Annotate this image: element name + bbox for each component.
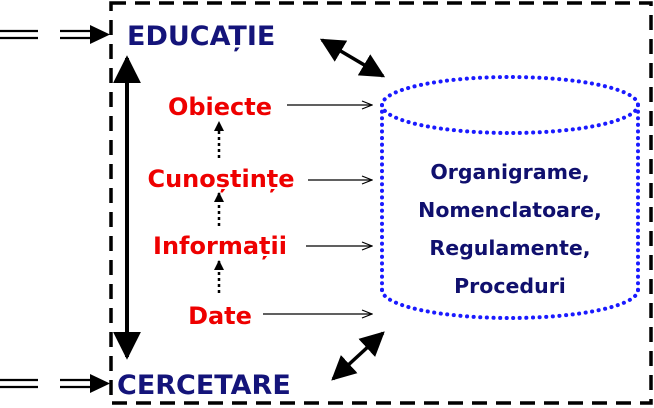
- hierarchy-label-information: Informații: [153, 232, 287, 260]
- repository-cylinder: [380, 75, 640, 320]
- education-repository-arrow: [319, 38, 386, 78]
- hierarchy-label-objects: Obiecte: [168, 93, 272, 121]
- input-arrow-bottom: [0, 374, 110, 393]
- research-repository-arrow: [331, 331, 385, 381]
- repository-line-1: Organigrame,: [430, 160, 589, 184]
- repository-line-2: Nomenclatoare,: [418, 198, 602, 222]
- education-label: EDUCAȚIE: [127, 21, 275, 52]
- system-boundary-frame: [109, 1, 653, 405]
- hierarchy-label-knowledge: Cunoștințe: [147, 165, 294, 193]
- hierarchy-label-data: Date: [188, 302, 252, 330]
- input-arrow-top: [0, 25, 110, 44]
- repository-line-3: Regulamente,: [429, 236, 590, 260]
- research-label: CERCETARE: [117, 370, 291, 401]
- repository-line-4: Proceduri: [454, 274, 566, 298]
